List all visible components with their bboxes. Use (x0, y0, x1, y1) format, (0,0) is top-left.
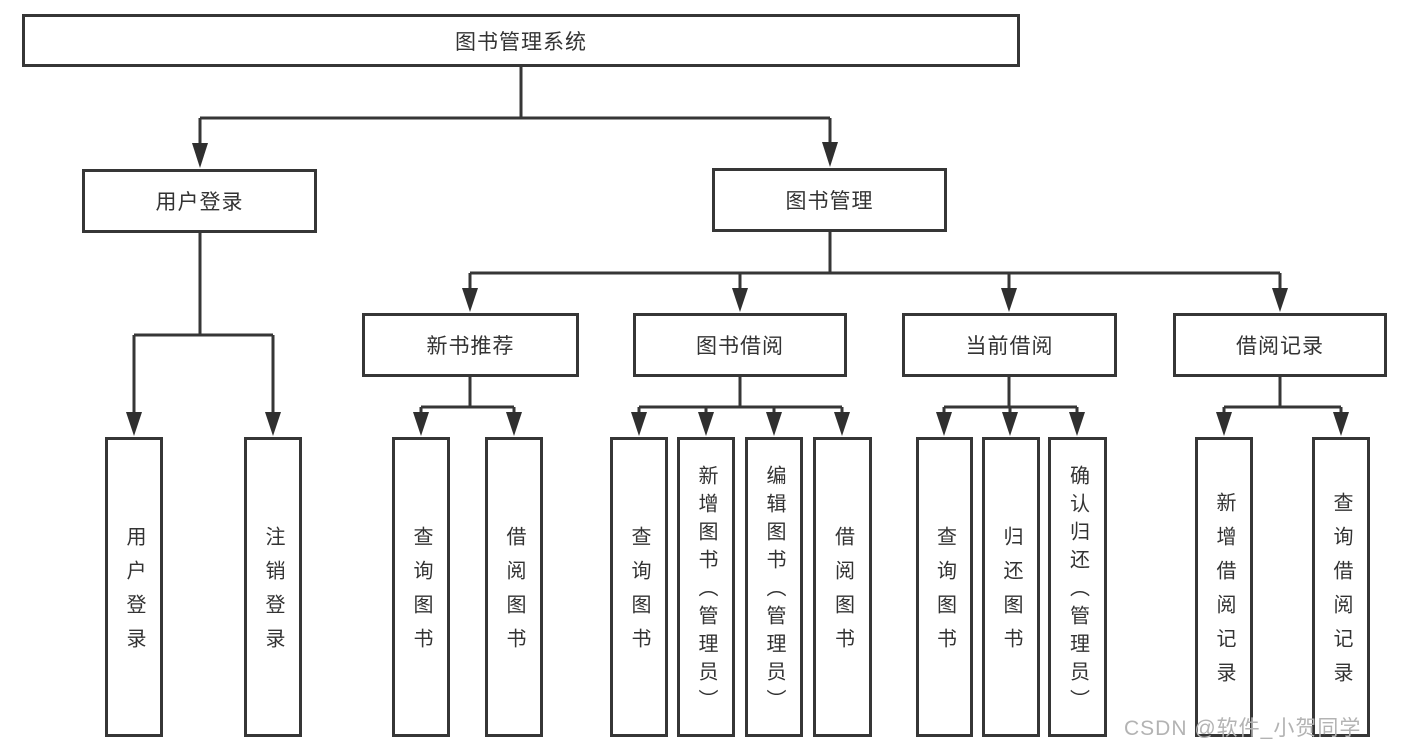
node-current-borrowing: 当前借阅 (902, 313, 1117, 377)
node-book-management-label: 图书管理 (785, 190, 874, 213)
node-book-borrowing: 图书借阅 (633, 313, 847, 377)
node-user-login: 用户登录 (82, 169, 317, 233)
node-current-borrowing-label: 当前借阅 (965, 335, 1054, 358)
leaf-edit-books-admin: 编辑图书（管理员） (745, 437, 803, 737)
watermark: CSDN @软件_小贺同学 (1124, 717, 1362, 740)
leaf-query-books-recommend-label: 查询图书 (410, 526, 432, 662)
leaf-borrow-books-recommend: 借阅图书 (485, 437, 543, 737)
leaf-return-books: 归还图书 (982, 437, 1040, 737)
leaf-return-books-label: 归还图书 (1000, 526, 1022, 662)
leaf-query-borrow-record-label: 查询借阅记录 (1330, 492, 1352, 696)
node-new-book-recommend: 新书推荐 (362, 313, 579, 377)
leaf-borrow-books-recommend-label: 借阅图书 (503, 526, 525, 662)
leaf-query-books-recommend: 查询图书 (392, 437, 450, 737)
leaf-logout-login: 注销登录 (244, 437, 302, 737)
leaf-confirm-return-admin: 确认归还（管理员） (1048, 437, 1107, 737)
node-book-borrowing-label: 图书借阅 (696, 335, 784, 358)
leaf-add-books-admin-label: 新增图书（管理员） (695, 465, 717, 717)
leaf-add-books-admin: 新增图书（管理员） (677, 437, 735, 737)
node-borrowing-records-label: 借阅记录 (1236, 335, 1324, 358)
leaf-edit-books-admin-label: 编辑图书（管理员） (763, 465, 785, 717)
leaf-add-borrow-record: 新增借阅记录 (1195, 437, 1253, 737)
leaf-borrow-books-label: 借阅图书 (831, 526, 854, 662)
leaf-add-borrow-record-label: 新增借阅记录 (1213, 492, 1235, 696)
leaf-user-login-label: 用户登录 (123, 526, 145, 662)
leaf-query-books-borrow: 查询图书 (610, 437, 668, 737)
node-user-login-label: 用户登录 (155, 191, 244, 214)
node-book-management: 图书管理 (712, 168, 947, 232)
node-library-system: 图书管理系统 (22, 14, 1020, 67)
leaf-query-books-current-label: 查询图书 (933, 526, 956, 662)
node-new-book-recommend-label: 新书推荐 (426, 335, 515, 358)
node-library-system-label: 图书管理系统 (455, 30, 587, 54)
leaf-query-books-borrow-label: 查询图书 (628, 526, 650, 662)
leaf-query-books-current: 查询图书 (916, 437, 973, 737)
leaf-user-login: 用户登录 (105, 437, 163, 737)
leaf-logout-login-label: 注销登录 (262, 526, 284, 662)
leaf-query-borrow-record: 查询借阅记录 (1312, 437, 1370, 737)
leaf-confirm-return-admin-label: 确认归还（管理员） (1066, 465, 1089, 717)
leaf-borrow-books: 借阅图书 (813, 437, 872, 737)
node-borrowing-records: 借阅记录 (1173, 313, 1387, 377)
